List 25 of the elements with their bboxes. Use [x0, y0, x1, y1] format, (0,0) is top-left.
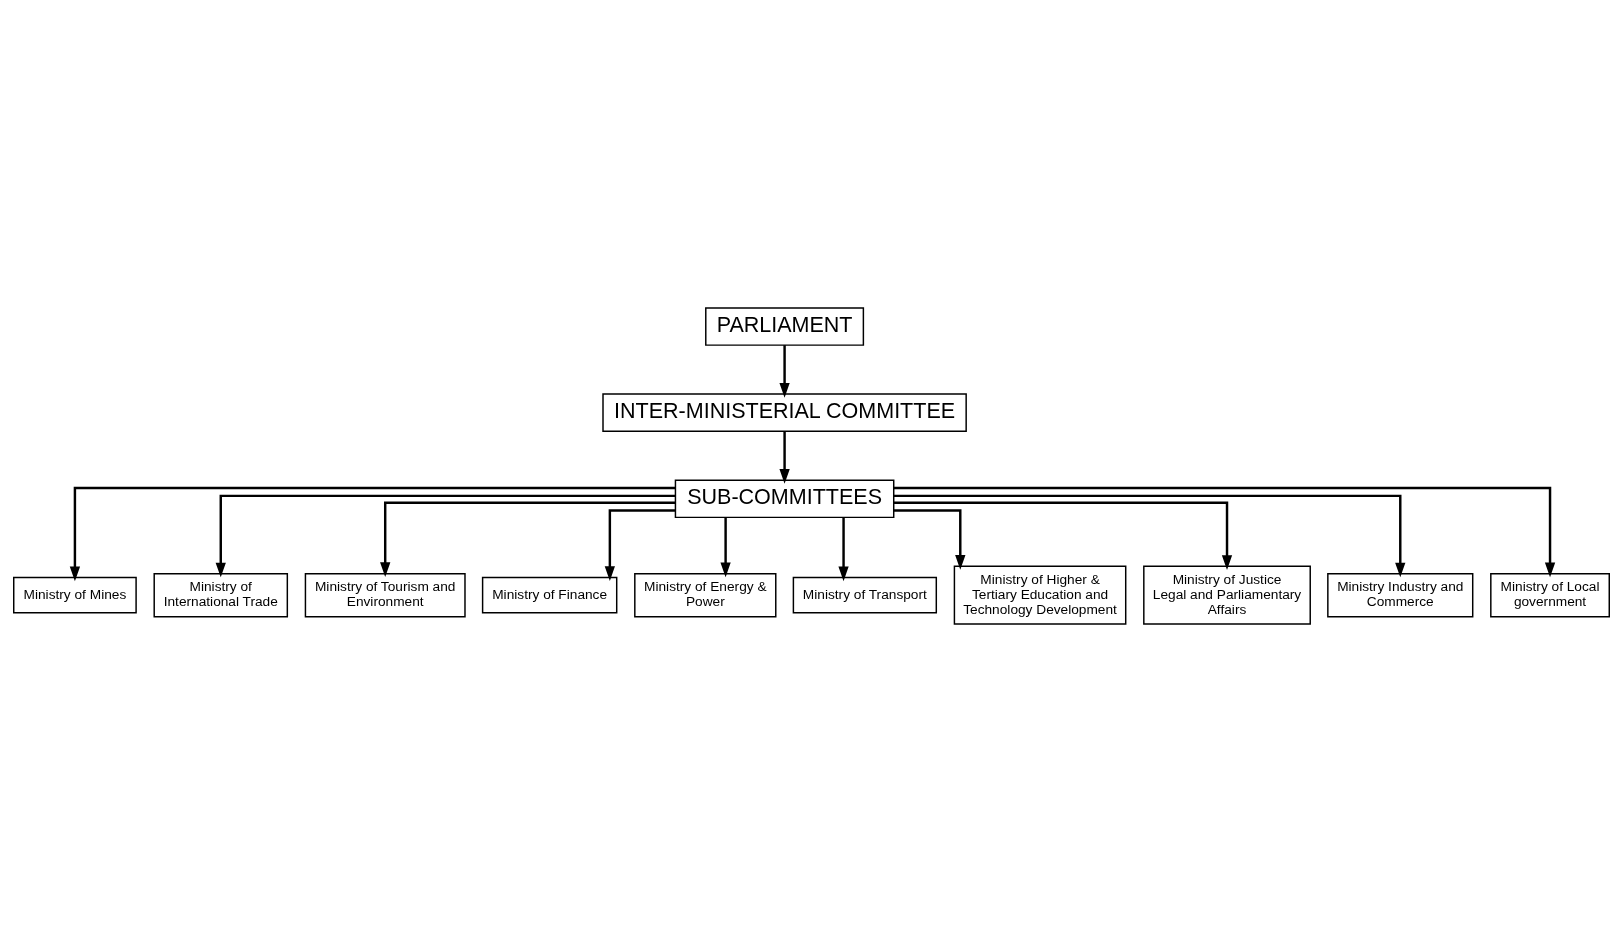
- arrow: [720, 517, 731, 578]
- arrow: [215, 494, 676, 578]
- arrow: [893, 486, 1556, 578]
- arrow: [893, 494, 1406, 578]
- node-box: Ministry of Energy & Power: [634, 572, 777, 618]
- arrow: [604, 509, 676, 581]
- arrow: [893, 509, 966, 570]
- node-box: Ministry of Higher & Tertiary Education and Technology Development: [953, 565, 1127, 625]
- node-box: Ministry of Finance: [481, 576, 618, 614]
- node-box: Ministry Industry and Commerce: [1327, 572, 1474, 618]
- node-box: Ministry of Tourism and Environment: [304, 572, 466, 618]
- arrow: [838, 517, 849, 582]
- node-box: INTER-MINISTERIAL COMMITTEE: [602, 393, 967, 432]
- node-box: Ministry of Mines: [13, 576, 137, 614]
- node-box: Ministry of Transport: [792, 576, 938, 614]
- node-box: SUB-COMMITTEES: [674, 479, 895, 519]
- arrow: [779, 431, 790, 484]
- node-box: PARLIAMENT: [705, 307, 865, 346]
- arrow: [779, 345, 790, 398]
- arrow: [893, 501, 1233, 570]
- arrow: [69, 486, 676, 582]
- arrow: [380, 501, 676, 577]
- node-box: Ministry of Justice Legal and Parliamentary Affairs: [1143, 565, 1311, 625]
- node-box: Ministry of Local government: [1490, 572, 1610, 618]
- node-box: Ministry of International Trade: [153, 572, 289, 618]
